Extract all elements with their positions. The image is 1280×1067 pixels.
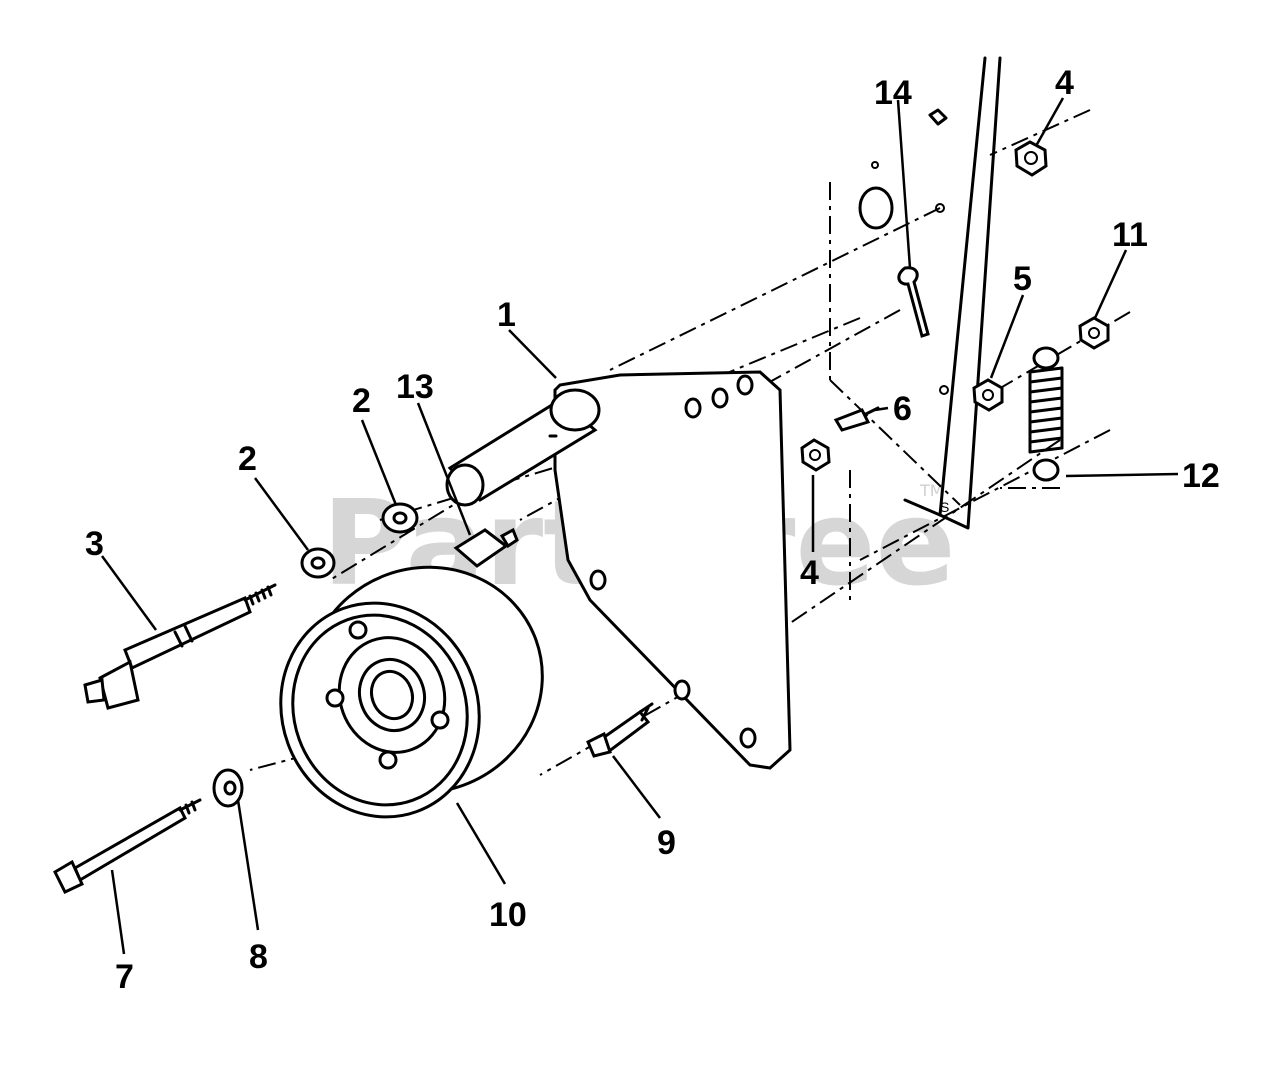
callout-12: 12 [1182,457,1220,495]
callout-3: 3 [85,525,104,563]
callout-2-upper: 2 [352,382,371,420]
callout-1: 1 [497,296,516,334]
callout-7: 7 [115,958,134,996]
washer-upper [381,502,419,534]
callout-6: 6 [893,390,912,428]
capscrew [586,702,654,758]
nut-lower [800,438,831,472]
callout-10: 10 [489,896,527,934]
washer-lower [300,547,336,579]
lube-fitting [833,406,880,432]
nut-upper [1014,140,1048,177]
callout-4-upper: 4 [1055,64,1074,102]
frame-rail: S [903,56,1002,530]
pulley-washer [212,768,244,808]
callout-5: 5 [1013,260,1032,298]
pivot-bolt [83,583,277,710]
end-nut [1078,316,1110,350]
tension-spring [1028,346,1064,482]
pulley-bolt [53,798,202,894]
idler-pulley [279,565,544,819]
callout-9: 9 [657,824,676,862]
svg-text:S: S [940,499,949,515]
callout-13: 13 [396,368,434,406]
idler-bracket [445,370,792,770]
watermark-tm: TM [919,481,944,500]
spring-nut [972,378,1004,412]
callout-8: 8 [249,938,268,976]
callouts: 1 2 2 3 13 4 4 5 11 12 6 14 10 9 7 8 [85,64,1220,996]
callout-2-lower: 2 [238,440,257,478]
cotter-pin [897,266,930,338]
grease-fitting [453,527,519,568]
callout-4-lower: 4 [800,554,819,592]
leader-lines [100,97,1179,955]
callout-11: 11 [1112,216,1148,254]
callout-14: 14 [874,74,912,112]
hardware-fragments [858,108,949,395]
